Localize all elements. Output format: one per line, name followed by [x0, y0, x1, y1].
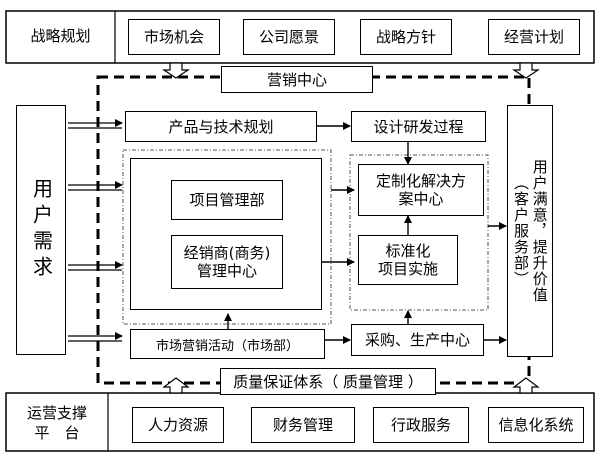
support-label-line1: 运营支撑 [26, 404, 87, 422]
distributor-line2: 管理中心 [196, 262, 257, 280]
hr-label: 人力资源 [147, 416, 208, 434]
procurement-box: 采购、生产中心 [351, 324, 484, 356]
custom-solution-line1: 定制化解决方 [375, 172, 466, 190]
strategy-policy-box: 战略方针 [360, 19, 452, 55]
hollow-arrow-left [162, 62, 190, 79]
standard-impl-line1: 标准化 [385, 242, 431, 260]
support-label: 运营支撑 平 台 [6, 404, 108, 443]
rd-process-box: 设计研发过程 [351, 111, 486, 142]
project-dept-box: 项目管理部 [171, 180, 283, 220]
it-system-label: 信息化系统 [498, 416, 574, 434]
user-demand-label: 用户需求 [29, 178, 54, 282]
custom-solution-line2: 案中心 [398, 190, 444, 208]
quality-system-label: 质量保证体系（ 质量管理 ） [233, 372, 423, 391]
strategy-policy-label: 战略方针 [375, 28, 436, 46]
rd-process-label: 设计研发过程 [373, 117, 464, 136]
marketing-center-box: 营销中心 [221, 66, 373, 93]
admin-service-box: 行政服务 [373, 407, 469, 443]
it-system-box: 信息化系统 [488, 407, 584, 443]
market-opportunity-box: 市场机会 [128, 19, 220, 55]
distributor-center-box: 经销商(商务) 管理中心 [171, 235, 283, 289]
support-label-line2: 平 台 [34, 423, 80, 442]
hr-box: 人力资源 [132, 407, 224, 443]
hollow-arrow-right [512, 62, 540, 79]
user-demand-box: 用户需求 [16, 105, 66, 355]
hollow-arrow-bottom-right [512, 377, 540, 394]
finance-box: 财务管理 [251, 407, 355, 443]
finance-label: 财务管理 [272, 416, 333, 434]
hollow-arrow-bottom-left [162, 377, 190, 394]
demand-arrows [68, 119, 123, 342]
user-satisfaction-line2: （客户服务部） [512, 175, 530, 287]
standard-impl-box: 标准化 项目实施 [358, 235, 458, 285]
market-opportunity-label: 市场机会 [143, 28, 204, 46]
business-plan-label: 经营计划 [503, 28, 564, 46]
custom-solution-box: 定制化解决方 案中心 [358, 164, 484, 216]
user-satisfaction-line1: 用户满意，提升价值 [530, 159, 549, 303]
project-dept-label: 项目管理部 [189, 191, 265, 209]
marketing-center-label: 营销中心 [266, 70, 327, 89]
product-planning-box: 产品与技术规划 [125, 111, 317, 142]
product-planning-label: 产品与技术规划 [168, 117, 274, 136]
standard-impl-line2: 项目实施 [377, 260, 438, 278]
marketing-activity-label: 市场营销活动（市场部） [155, 338, 299, 354]
procurement-label: 采购、生产中心 [364, 331, 470, 349]
company-vision-label: 公司愿景 [258, 28, 319, 46]
company-vision-box: 公司愿景 [243, 19, 335, 55]
distributor-line1: 经销商(商务) [183, 244, 271, 262]
strategy-label: 战略规划 [30, 27, 91, 45]
user-satisfaction-box: 用户满意，提升价值 （客户服务部） [507, 105, 553, 357]
user-satisfaction-text: 用户满意，提升价值 （客户服务部） [511, 159, 549, 303]
quality-system-box: 质量保证体系（ 质量管理 ） [220, 368, 436, 395]
marketing-activity-box: 市场营销活动（市场部） [130, 329, 325, 359]
admin-service-label: 行政服务 [390, 416, 451, 434]
business-plan-box: 经营计划 [488, 19, 580, 55]
